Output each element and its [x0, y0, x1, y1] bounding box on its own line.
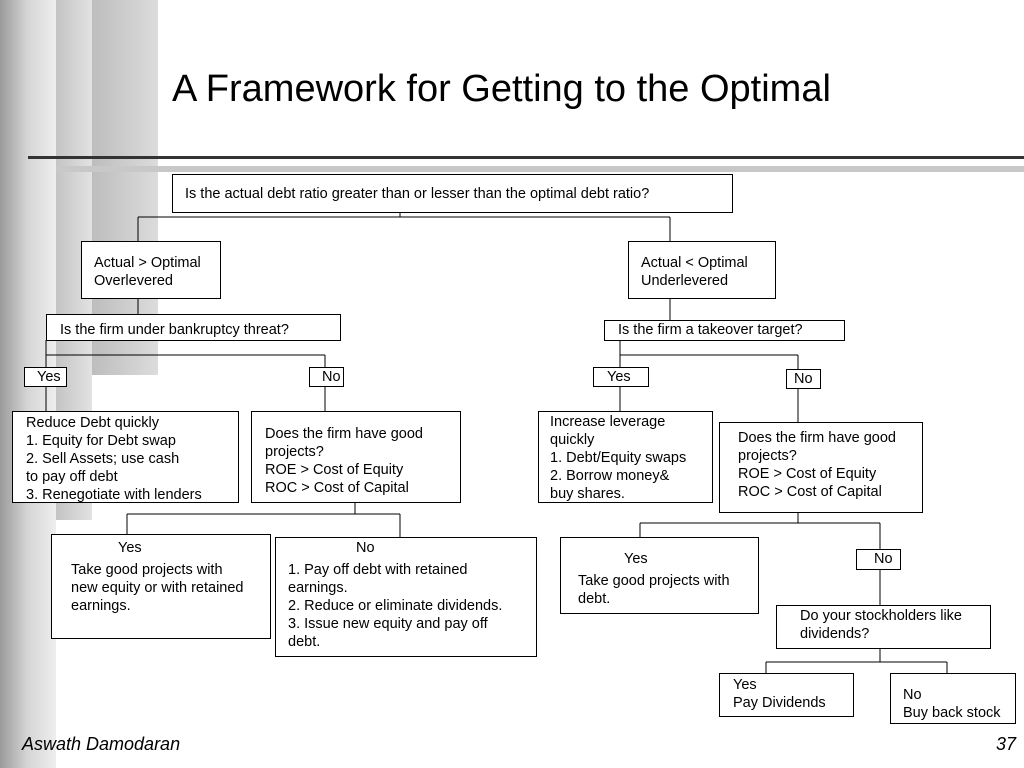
- takeover-question-box: Is the firm a takeover target?: [604, 320, 845, 341]
- right-projects-no-box: No: [856, 549, 901, 570]
- dividend-question-box: Do your stockholders like dividends?: [776, 605, 991, 649]
- right-projects-line-1: Does the firm have good: [738, 430, 896, 446]
- bankruptcy-question-text: Is the firm under bankruptcy threat?: [60, 322, 289, 338]
- increase-leverage-box: Increase leverage quickly 1. Debt/Equity…: [538, 411, 713, 503]
- left-projects-no-line-2: earnings.: [288, 580, 348, 596]
- bankruptcy-no-box: No: [309, 367, 344, 387]
- left-projects-line-1: Does the firm have good: [265, 426, 423, 442]
- left-projects-yes-line-2: new equity or with retained: [71, 580, 244, 596]
- dividends-no-line-1: No: [903, 687, 922, 703]
- right-projects-yes-line-2: debt.: [578, 591, 611, 607]
- left-projects-yes-box: Yes Take good projects with new equity o…: [51, 534, 271, 639]
- right-projects-no-label: No: [874, 551, 893, 567]
- overlevered-line-2: Overlevered: [94, 273, 173, 289]
- bankruptcy-yes-box: Yes: [24, 367, 67, 387]
- takeover-question-text: Is the firm a takeover target?: [618, 322, 803, 338]
- bankruptcy-question-box: Is the firm under bankruptcy threat?: [46, 314, 341, 341]
- overlevered-box: Actual > Optimal Overlevered: [81, 241, 221, 299]
- underlevered-line-2: Underlevered: [641, 273, 729, 289]
- left-projects-question-box: Does the firm have good projects? ROE > …: [251, 411, 461, 503]
- takeover-no-label: No: [794, 371, 813, 387]
- dividend-question-line-2: dividends?: [800, 626, 870, 642]
- dividends-yes-box: Yes Pay Dividends: [719, 673, 854, 717]
- reduce-debt-line-3: 2. Sell Assets; use cash: [26, 451, 180, 467]
- left-projects-line-3: ROE > Cost of Equity: [265, 462, 404, 478]
- takeover-yes-box: Yes: [593, 367, 649, 387]
- reduce-debt-box: Reduce Debt quickly 1. Equity for Debt s…: [12, 411, 239, 503]
- right-projects-yes-box: Yes Take good projects with debt.: [560, 537, 759, 614]
- increase-leverage-line-4: 2. Borrow money&: [550, 468, 670, 484]
- left-projects-yes-line-1: Take good projects with: [71, 562, 223, 578]
- right-projects-line-4: ROC > Cost of Capital: [738, 484, 882, 500]
- left-projects-no-line-3: 2. Reduce or eliminate dividends.: [288, 598, 503, 614]
- page-number: 37: [995, 734, 1016, 754]
- right-projects-line-3: ROE > Cost of Equity: [738, 466, 877, 482]
- dividend-question-line-1: Do your stockholders like: [800, 608, 962, 624]
- left-projects-no-line-5: debt.: [288, 634, 321, 650]
- title-rule: [28, 156, 1024, 159]
- right-projects-question-box: Does the firm have good projects? ROE > …: [719, 422, 923, 513]
- dividends-no-box: No Buy back stock: [890, 673, 1016, 724]
- author-footer: Aswath Damodaran: [22, 734, 181, 754]
- slide-title: A Framework for Getting to the Optimal: [172, 68, 831, 110]
- decor-bar-1: [0, 0, 28, 768]
- right-projects-line-2: projects?: [738, 448, 797, 464]
- takeover-no-box: No: [786, 369, 821, 389]
- increase-leverage-line-5: buy shares.: [550, 486, 625, 502]
- increase-leverage-line-2: quickly: [550, 432, 595, 448]
- underlevered-box: Actual < Optimal Underlevered: [628, 241, 776, 299]
- decor-bar-4: [92, 0, 158, 375]
- root-question-box: Is the actual debt ratio greater than or…: [172, 174, 733, 213]
- root-question-text: Is the actual debt ratio greater than or…: [185, 186, 650, 202]
- dividends-yes-line-1: Yes: [733, 677, 757, 693]
- underlevered-line-1: Actual < Optimal: [641, 255, 748, 271]
- dividends-yes-line-2: Pay Dividends: [733, 695, 826, 711]
- bankruptcy-yes-label: Yes: [37, 369, 61, 385]
- right-projects-yes-label: Yes: [624, 551, 648, 567]
- left-projects-yes-label: Yes: [118, 540, 142, 556]
- reduce-debt-line-2: 1. Equity for Debt swap: [26, 433, 176, 449]
- right-projects-yes-line-1: Take good projects with: [578, 573, 730, 589]
- left-projects-yes-line-3: earnings.: [71, 598, 131, 614]
- title-rule-shadow: [56, 166, 1024, 172]
- increase-leverage-line-3: 1. Debt/Equity swaps: [550, 450, 687, 466]
- left-projects-line-4: ROC > Cost of Capital: [265, 480, 409, 496]
- left-projects-line-2: projects?: [265, 444, 324, 460]
- left-projects-no-box: No 1. Pay off debt with retained earning…: [275, 537, 537, 657]
- dividends-no-line-2: Buy back stock: [903, 705, 1001, 721]
- overlevered-line-1: Actual > Optimal: [94, 255, 201, 271]
- increase-leverage-line-1: Increase leverage: [550, 414, 666, 430]
- left-projects-no-line-4: 3. Issue new equity and pay off: [288, 616, 488, 632]
- left-projects-no-line-1: 1. Pay off debt with retained: [288, 562, 468, 578]
- bankruptcy-no-label: No: [322, 369, 341, 385]
- takeover-yes-label: Yes: [607, 369, 631, 385]
- left-projects-no-label: No: [356, 540, 375, 556]
- reduce-debt-line-1: Reduce Debt quickly: [26, 415, 159, 431]
- reduce-debt-line-5: 3. Renegotiate with lenders: [26, 487, 202, 503]
- reduce-debt-line-4: to pay off debt: [26, 469, 118, 485]
